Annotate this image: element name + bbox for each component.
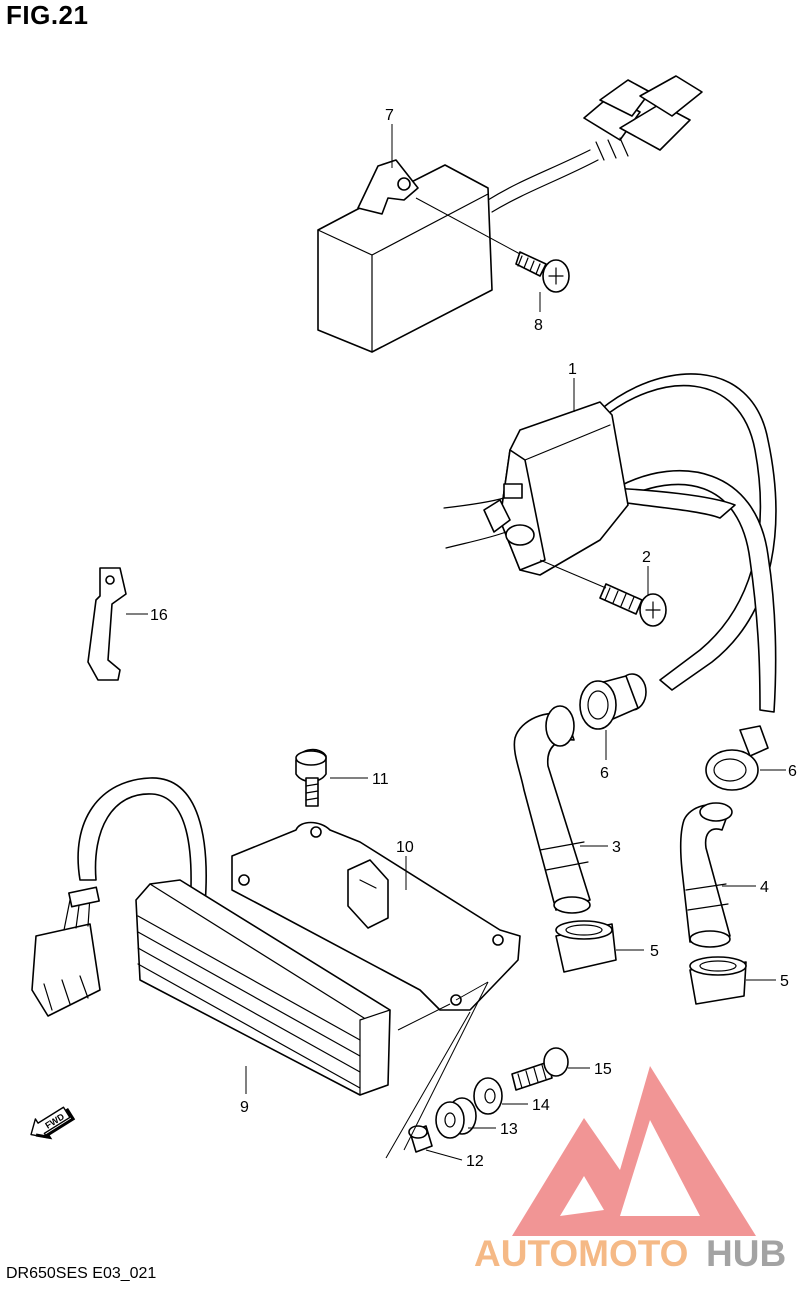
part-11-bolt[interactable] <box>295 748 327 807</box>
leader-line <box>425 1149 463 1161</box>
part-6-cap-a[interactable] <box>579 673 647 730</box>
callout-13: 13 <box>500 1121 518 1138</box>
part-8-bolt[interactable] <box>515 251 570 293</box>
callout-10: 10 <box>396 839 414 856</box>
part-5-boot-b[interactable] <box>689 956 747 1005</box>
callout-14: 14 <box>532 1097 550 1114</box>
part-7-igniter-unit[interactable] <box>317 75 703 353</box>
part-12-collar[interactable] <box>408 1125 433 1153</box>
figure-title: FIG.21 <box>6 0 89 30</box>
part-16-bracket[interactable] <box>87 567 127 681</box>
assembly-line <box>455 981 489 1001</box>
callout-16: 16 <box>150 607 168 624</box>
callout-4: 4 <box>760 879 769 896</box>
part-6-cap-b[interactable] <box>705 725 769 791</box>
figure-code: DR650SES E03_021 <box>6 1265 157 1282</box>
callout-12: 12 <box>466 1153 484 1170</box>
part-5-boot-a[interactable] <box>555 920 617 973</box>
part-9-regulator[interactable] <box>31 777 391 1096</box>
part-1-ignition-coil[interactable] <box>443 373 777 713</box>
assembly-line <box>403 981 489 1151</box>
assembly-line <box>397 1003 451 1031</box>
callout-2: 2 <box>642 549 651 566</box>
watermark-text-hub: HUB <box>706 1233 786 1274</box>
assembly-line <box>415 197 521 255</box>
callout-15: 15 <box>594 1061 612 1078</box>
part-3-plug-cap[interactable] <box>513 705 591 914</box>
callout-11: 11 <box>372 771 389 788</box>
part-13-grommet[interactable] <box>435 1097 477 1139</box>
callout-5-b: 5 <box>780 973 789 990</box>
callout-7: 7 <box>385 107 394 124</box>
callout-1: 1 <box>568 361 577 378</box>
callout-3: 3 <box>612 839 621 856</box>
callout-8: 8 <box>534 317 543 334</box>
part-2-bolt[interactable] <box>599 583 667 627</box>
callout-6-b: 6 <box>788 763 797 780</box>
assembly-line <box>385 1011 471 1159</box>
fwd-arrow-icon: FWD <box>30 1106 76 1140</box>
callout-9: 9 <box>240 1099 249 1116</box>
assembly-line <box>539 559 607 589</box>
part-4-plug-cap[interactable] <box>679 802 733 948</box>
automotohub-logo: AUTOMOTO HUB <box>474 1066 786 1274</box>
part-15-bolt[interactable] <box>511 1047 569 1091</box>
callout-6-a: 6 <box>600 765 609 782</box>
watermark-text-auto: AUTOMOTO <box>474 1233 688 1274</box>
part-10-bracket[interactable] <box>231 821 521 1011</box>
part-14-washer[interactable] <box>473 1077 503 1115</box>
callout-5-a: 5 <box>650 943 659 960</box>
